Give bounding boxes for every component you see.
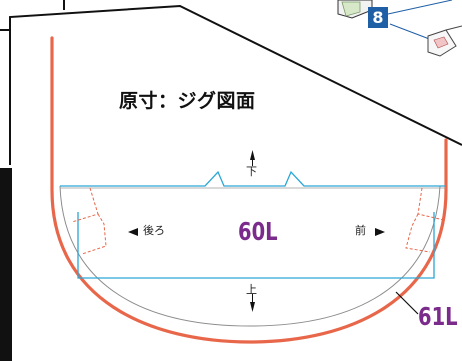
callout-number-badge: 8	[368, 7, 388, 28]
size-label-61L: 61L	[418, 302, 458, 331]
drawing-title: 原寸：ジグ図面	[119, 90, 256, 112]
left-corner-pads	[71, 187, 107, 255]
size-61L-leader	[395, 291, 419, 315]
arrow-right-icon	[375, 228, 385, 236]
frame-outline	[0, 4, 462, 146]
arrow-up-icon	[250, 294, 255, 312]
inner-outline-60L	[59, 185, 441, 327]
right-corner-pads	[405, 187, 445, 253]
direction-label-down: 下	[246, 165, 257, 178]
direction-label-front: 前	[355, 224, 366, 237]
direction-label-up: 上	[246, 283, 257, 296]
size-label-60L: 60L	[238, 217, 278, 246]
jig-lower-outline	[77, 212, 435, 279]
arrow-left-icon	[128, 228, 138, 236]
direction-label-back: 後ろ	[143, 224, 165, 237]
jig-outline-blue	[60, 170, 446, 187]
adjacent-illustration	[337, 0, 462, 57]
left-edge-bar	[0, 168, 12, 361]
outer-outline-61L	[50, 36, 448, 344]
arrow-down-icon	[250, 150, 255, 166]
